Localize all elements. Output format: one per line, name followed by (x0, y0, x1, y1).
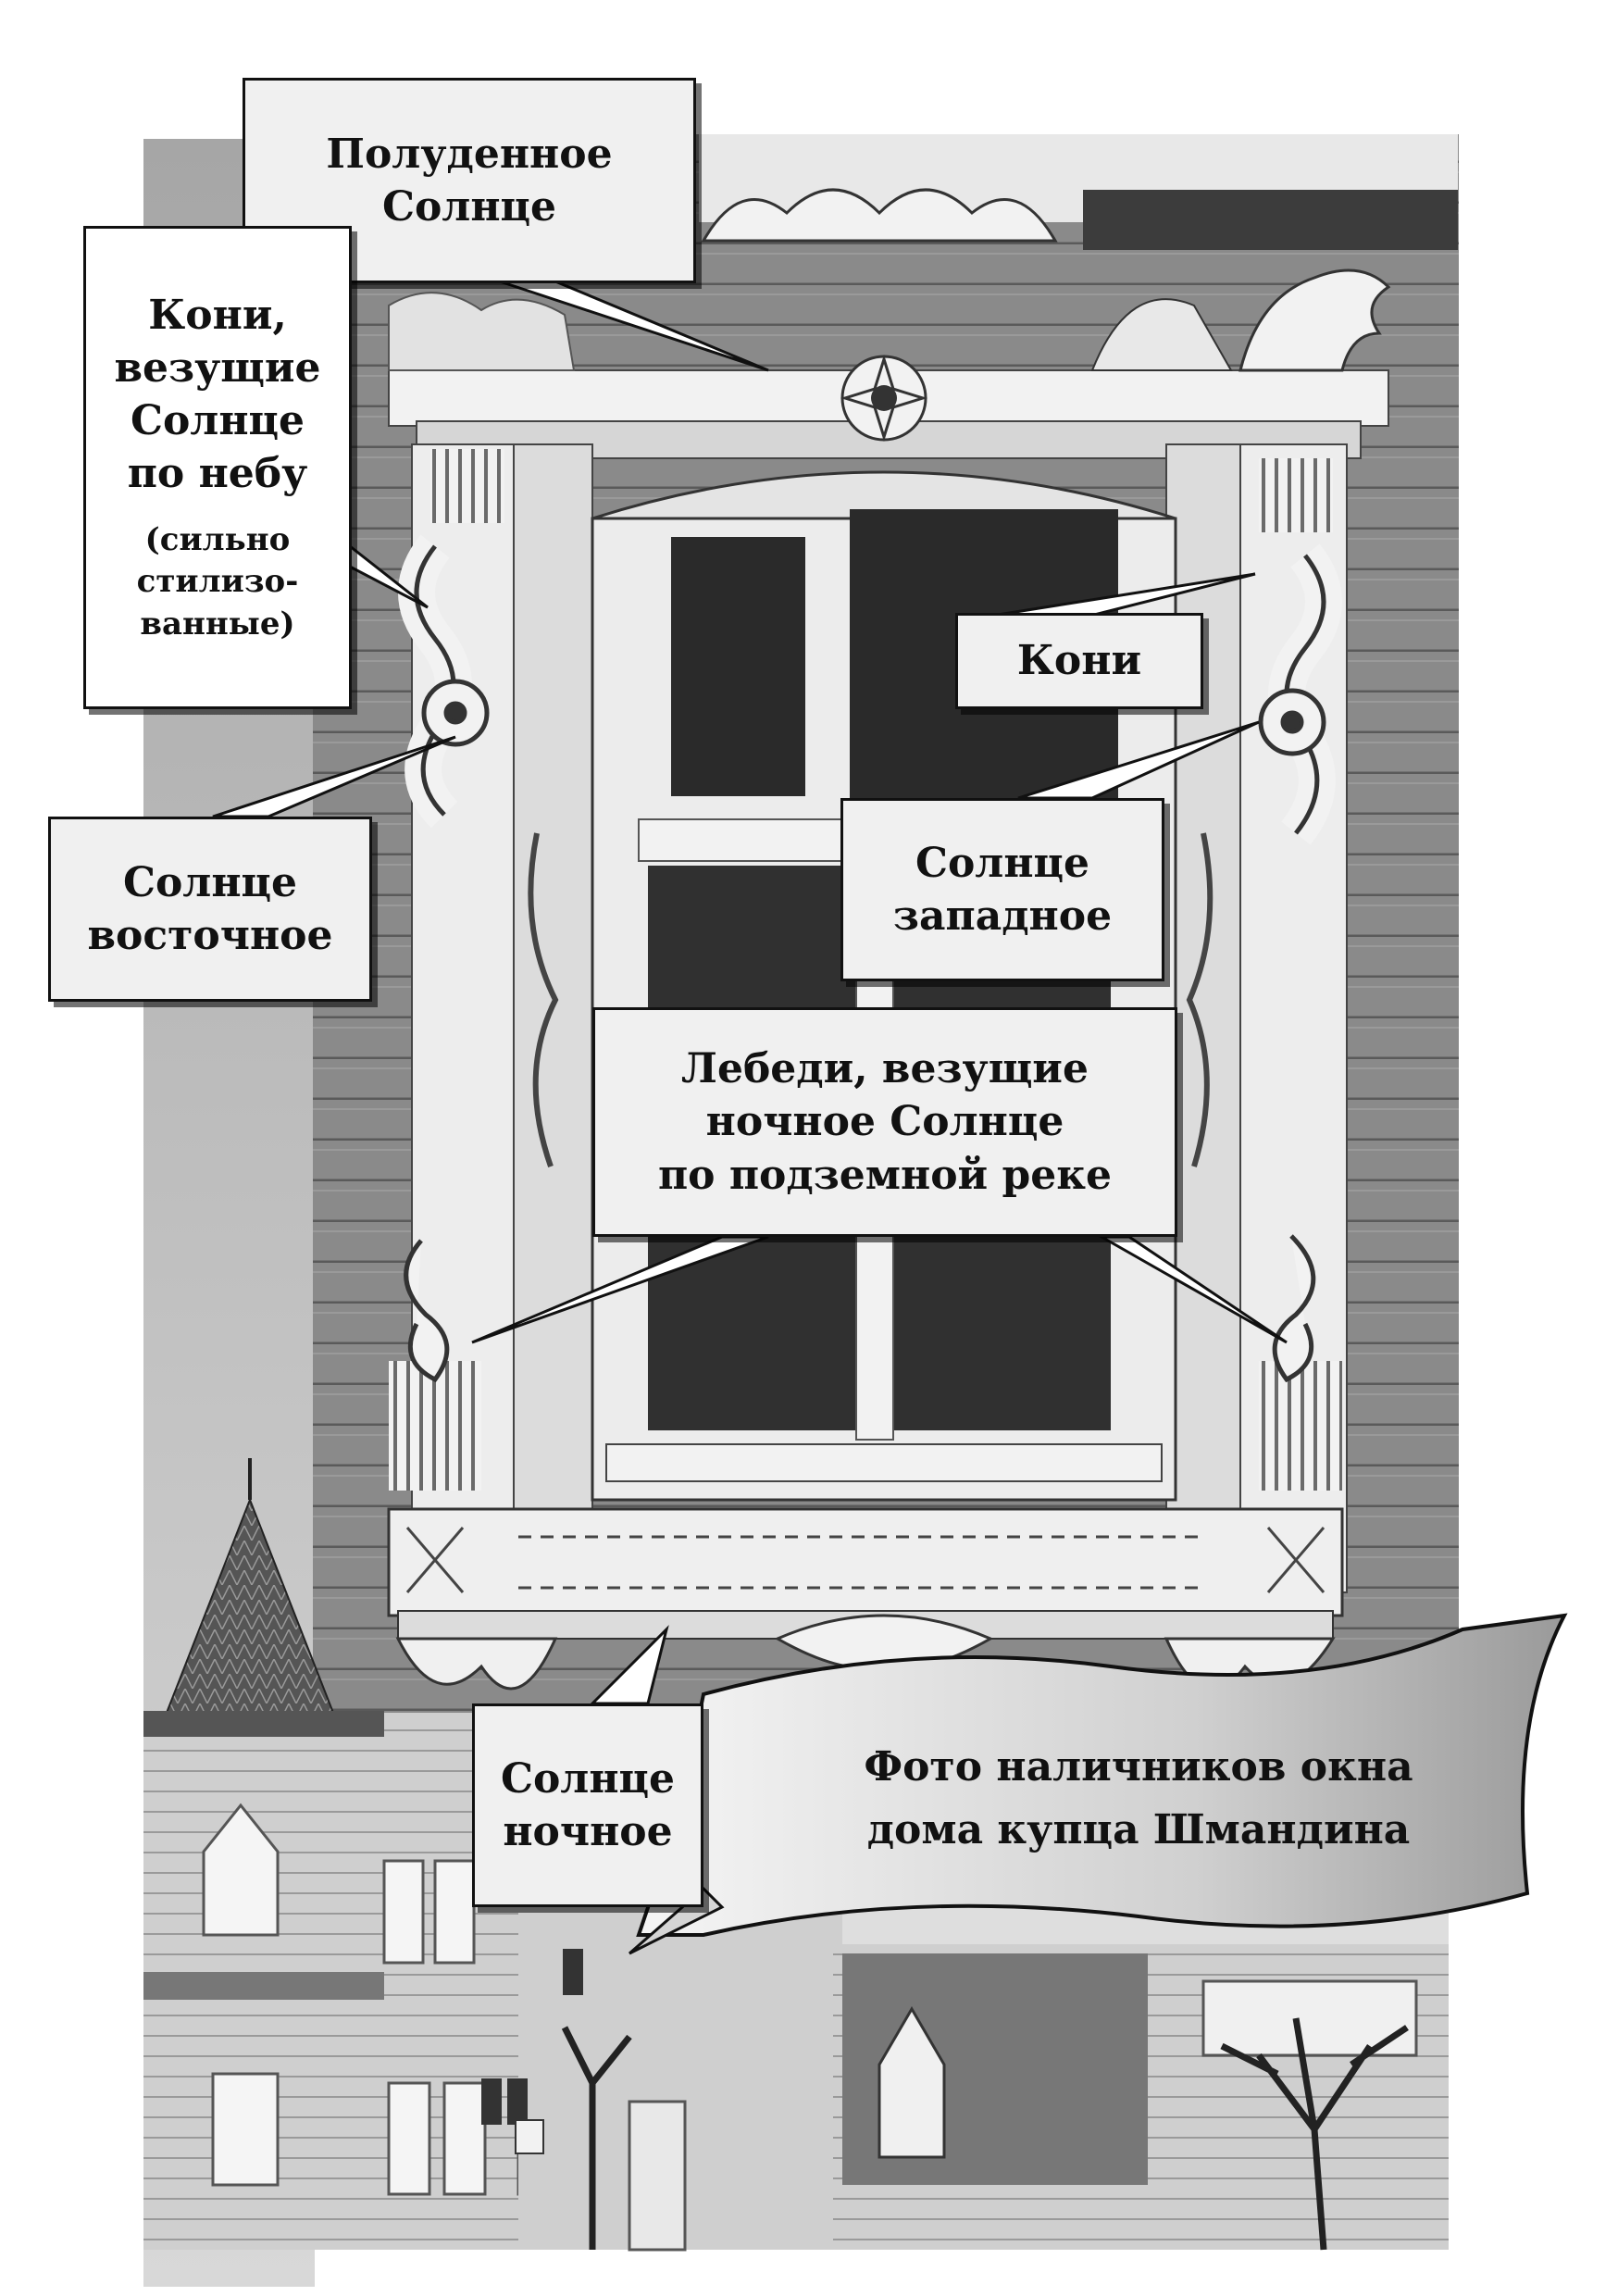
window-apron (387, 1507, 1344, 1617)
horses-caption-text: Кони (1016, 637, 1142, 685)
sun-east-caption: Солнце восточное (48, 817, 372, 1002)
window-pane-top-left (671, 537, 805, 796)
swans-caption-text: Лебеди, везущие ночное Солнце по подземн… (657, 1045, 1113, 1199)
sun-night-caption-text: Солнце ночное (500, 1754, 676, 1855)
rooster-carving (1238, 268, 1391, 372)
center-house-door (628, 2100, 687, 2252)
left-inner-column (513, 443, 593, 1593)
turret-cornice (143, 1711, 384, 1737)
horses-carrying-caption-text: Кони, везущие Солнце по небу (114, 291, 321, 498)
right-swan-carving (1272, 1234, 1316, 1383)
sun-west-caption-text: Солнце западное (892, 839, 1113, 940)
horses-caption: Кони (955, 613, 1203, 709)
left-vine-carving (528, 832, 559, 1167)
east-sun-horse-carving (398, 534, 490, 829)
caption-banner (636, 1613, 1568, 1937)
swans-caption: Лебеди, везущие ночное Солнце по подземн… (592, 1007, 1177, 1237)
left-slats-top (430, 449, 504, 523)
right-corner-carving (1090, 298, 1233, 371)
sun-east-caption-text: Солнце восточное (87, 858, 333, 959)
right-vine-carving (1186, 832, 1214, 1167)
right-house-window-2 (1201, 1979, 1418, 2057)
horses-carrying-note-text: (сильно стилизо- ванные) (136, 520, 299, 643)
traffic-light (481, 1949, 583, 2154)
roof-eave (1083, 190, 1458, 250)
apron-pattern (405, 1527, 1326, 1593)
window-sill (605, 1443, 1163, 1482)
sun-night-caption: Солнце ночное (472, 1703, 703, 1907)
noon-sun-rosette (840, 354, 928, 443)
horses-carrying-sun-caption: Кони, везущие Солнце по небу (сильно сти… (83, 226, 352, 709)
crest-carving (701, 188, 1058, 243)
west-sun-horse-carving (1258, 543, 1342, 845)
left-swan-carving (404, 1239, 450, 1383)
bare-tree (561, 2017, 1409, 2251)
left-drop-carving (395, 1637, 558, 1691)
corner-balcony (143, 1972, 384, 2000)
left-slats-bottom (389, 1361, 481, 1491)
left-corner-carving (388, 292, 576, 371)
right-house-window (877, 2006, 946, 2159)
noon-sun-caption-text: Полуденное Солнце (326, 130, 613, 231)
right-slats-bottom (1259, 1361, 1342, 1491)
sun-west-caption: Солнце западное (840, 798, 1164, 981)
banner-caption-text: Фото наличников окна дома купца Шмандина (864, 1743, 1413, 1854)
right-slats-top (1259, 458, 1333, 532)
